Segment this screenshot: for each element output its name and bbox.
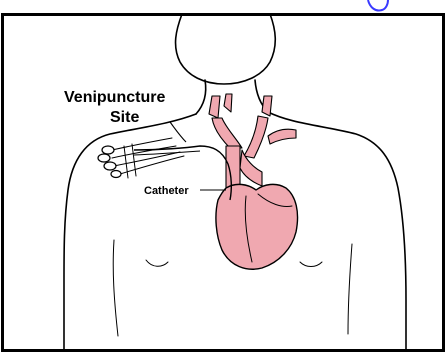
heart-shape [216, 184, 298, 269]
top-edge-fragment [368, 0, 388, 11]
label-venipuncture-line1: Venipuncture [64, 89, 165, 106]
label-venipuncture-line2: Site [110, 109, 139, 126]
catheter-bundle [98, 138, 184, 178]
venipuncture-leader [170, 122, 186, 142]
label-catheter: Catheter [144, 185, 189, 197]
